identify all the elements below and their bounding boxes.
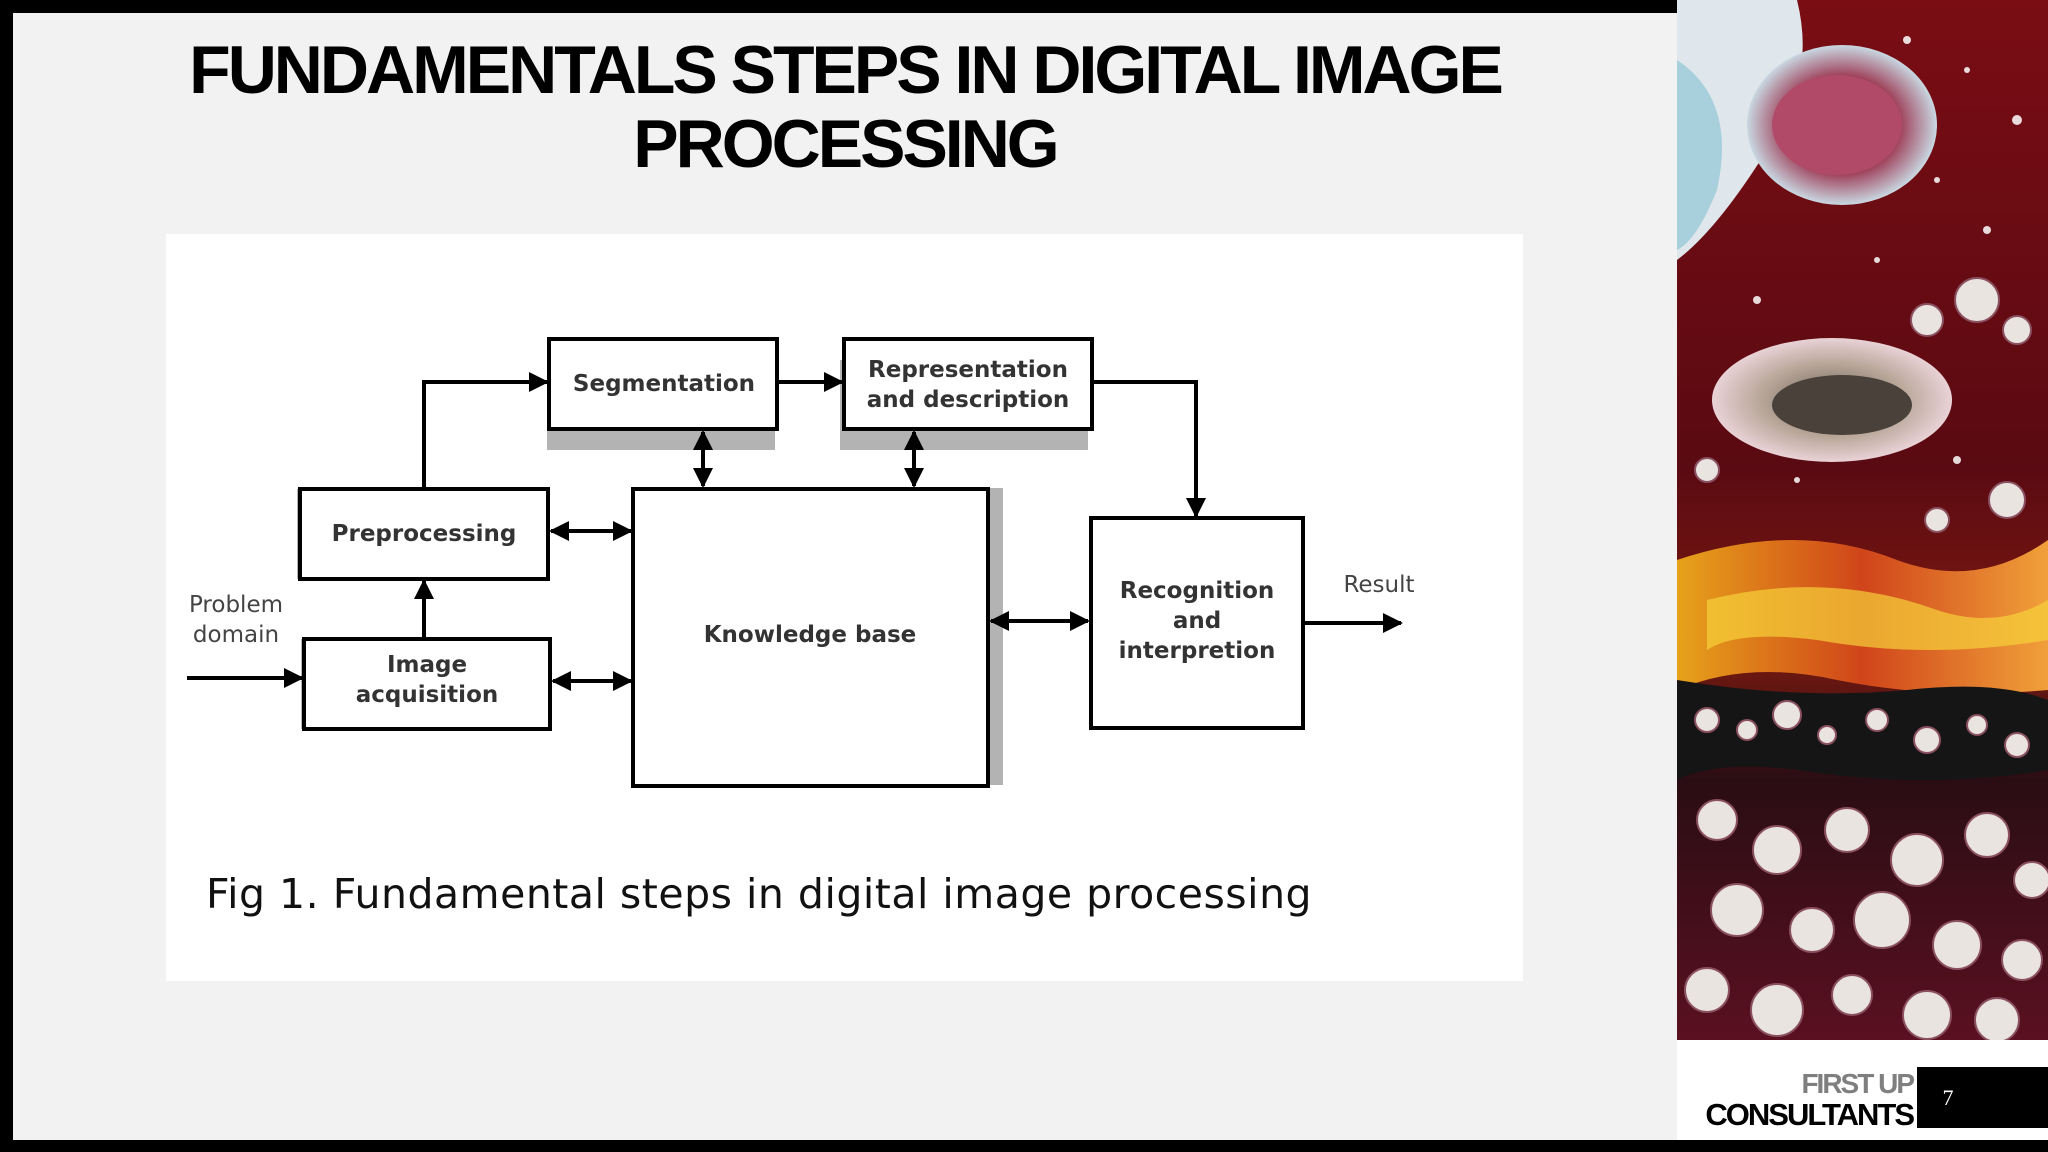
- side-art-image: [1677, 0, 2048, 1040]
- knowledge-base-label: Knowledge base: [704, 622, 917, 648]
- brand-line1: FIRST UP: [1801, 1068, 1915, 1099]
- figure-panel: Segmentation Representation and descript…: [166, 234, 1523, 981]
- slide-title: FUNDAMENTALS STEPS IN DIGITAL IMAGE PROC…: [13, 33, 1677, 181]
- acquisition-label-line1: Image: [387, 652, 467, 678]
- slide-content-area: FUNDAMENTALS STEPS IN DIGITAL IMAGE PROC…: [13, 13, 1677, 1140]
- result-label: Result: [1343, 572, 1414, 598]
- segmentation-label: Segmentation: [573, 371, 755, 397]
- figure-caption: Fig 1. Fundamental steps in digital imag…: [206, 870, 1313, 918]
- preprocessing-label: Preprocessing: [332, 521, 517, 547]
- page-number-box: 7: [1917, 1067, 2048, 1128]
- slide-footer: FIRST UP CONSULTANTS 7: [1677, 1040, 2048, 1140]
- dip-steps-diagram: Segmentation Representation and descript…: [187, 337, 1415, 788]
- representation-label-line1: Representation: [868, 357, 1068, 383]
- input-label-line2: domain: [193, 622, 279, 648]
- slide-title-line2: PROCESSING: [633, 106, 1059, 182]
- brand-line2: CONSULTANTS: [1705, 1097, 1915, 1132]
- page-number: 7: [1942, 1085, 1954, 1110]
- knowledge-base-box: [631, 487, 990, 788]
- representation-label-line2: and description: [867, 387, 1070, 413]
- acquisition-box: [302, 637, 552, 731]
- representation-to-recognition-arrow: [1092, 380, 1206, 518]
- fluid-art-graphic: [1677, 0, 2048, 1040]
- recognition-label-line1: Recognition: [1120, 578, 1275, 604]
- acquisition-label-line2: acquisition: [356, 682, 499, 708]
- preprocessing-to-segmentation-arrow: [422, 372, 549, 489]
- recognition-label-line2: and: [1173, 608, 1221, 634]
- recognition-label-line3: interpretion: [1119, 638, 1276, 664]
- brand-logo: FIRST UP CONSULTANTS: [1705, 1068, 1915, 1132]
- input-label-line1: Problem: [189, 592, 283, 618]
- representation-box: [842, 337, 1094, 431]
- slide-title-line1: FUNDAMENTALS STEPS IN DIGITAL IMAGE: [189, 32, 1504, 108]
